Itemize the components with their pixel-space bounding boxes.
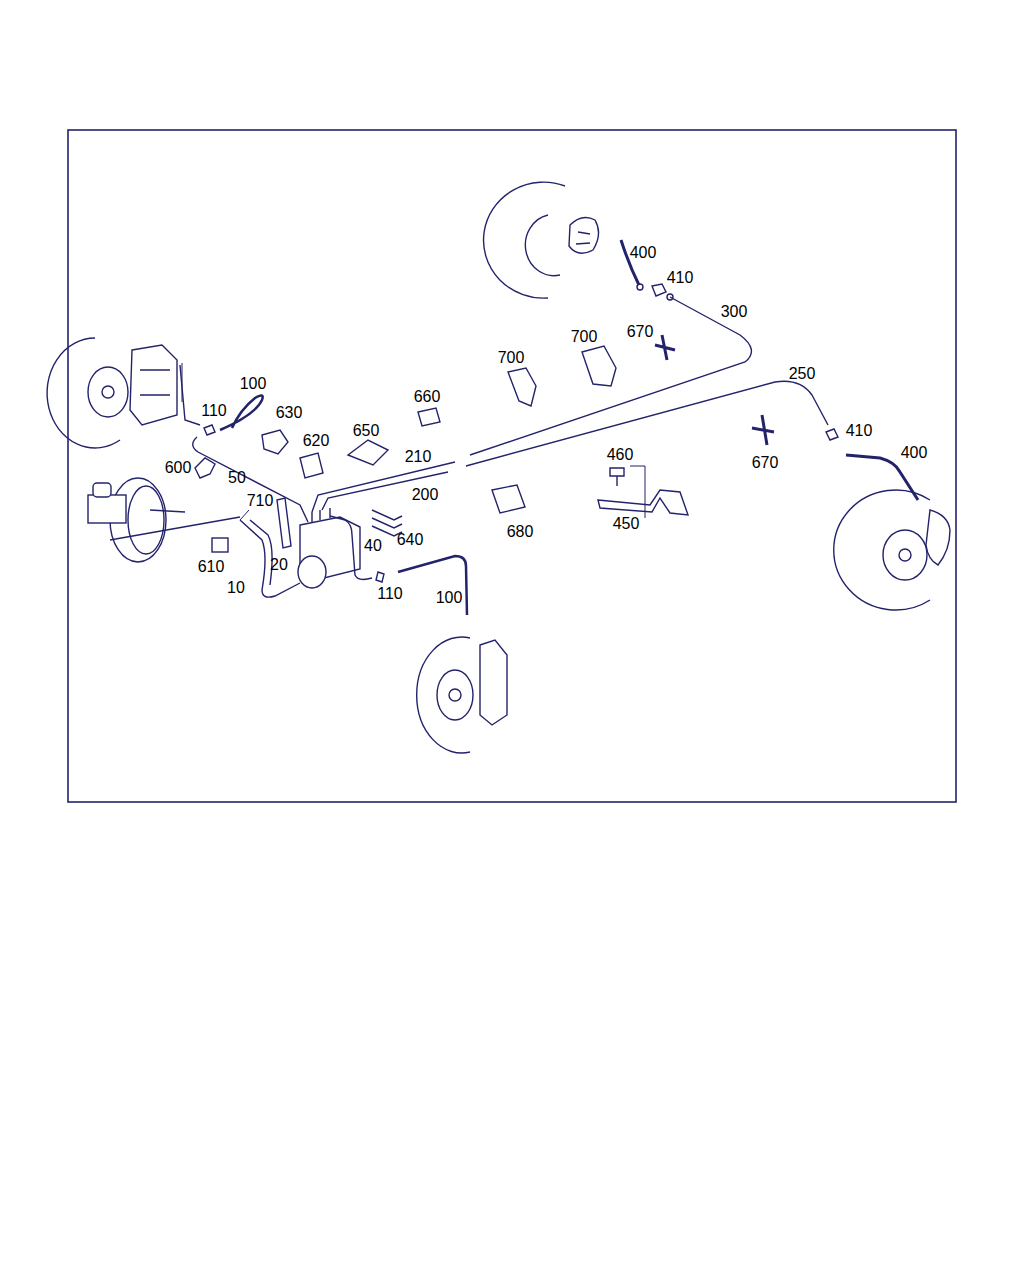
callout-number: 210: [404, 448, 433, 466]
callout-number: 300: [720, 303, 749, 321]
callout-number: 110: [376, 585, 404, 603]
callout-number: 640: [396, 531, 425, 549]
callout-number: 670: [626, 323, 655, 341]
callout-number: 650: [352, 422, 381, 440]
callout-number: 10: [226, 579, 246, 597]
callout-number: 50: [227, 469, 247, 487]
callout-number: 200: [411, 486, 440, 504]
callout-number: 710: [246, 492, 275, 510]
callout-number: 620: [302, 432, 331, 450]
callout-number: 670: [751, 454, 780, 472]
callout-number: 40: [363, 537, 383, 555]
callout-number: 460: [606, 446, 635, 464]
callout-number: 700: [497, 349, 526, 367]
callout-number: 110: [200, 402, 228, 420]
callout-number: 660: [413, 388, 442, 406]
callout-number: 410: [845, 422, 874, 440]
callout-number: 630: [275, 404, 304, 422]
callout-number: 100: [239, 375, 268, 393]
callout-number: 400: [629, 244, 658, 262]
callout-number: 610: [197, 558, 226, 576]
callout-number: 600: [164, 459, 193, 477]
callout-number: 250: [788, 365, 817, 383]
callout-number: 20: [269, 556, 289, 574]
callout-number: 100: [435, 589, 464, 607]
callout-number: 680: [506, 523, 535, 541]
callout-number: 410: [666, 269, 695, 287]
callout-number: 400: [900, 444, 929, 462]
callout-number: 450: [612, 515, 641, 533]
callout-number: 700: [570, 328, 599, 346]
